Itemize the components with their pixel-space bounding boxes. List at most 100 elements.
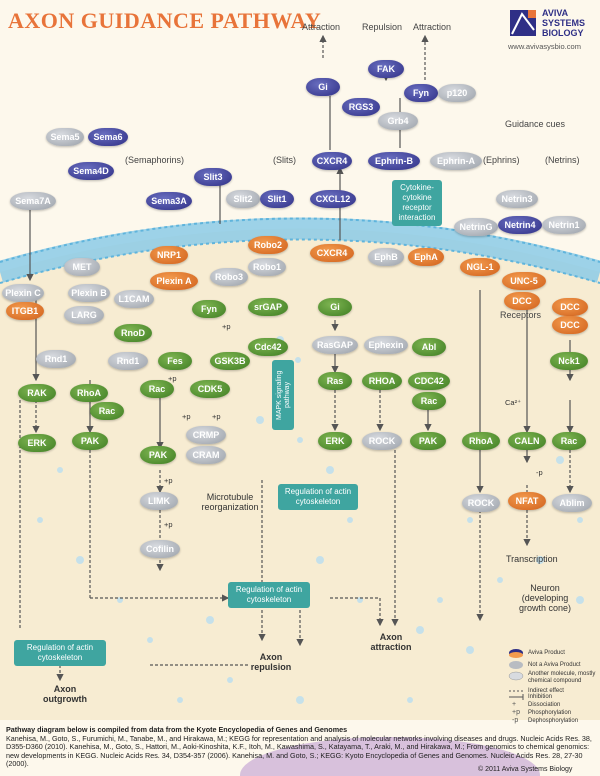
node-slit1[interactable]: Slit1 — [260, 190, 294, 208]
node-l1cam[interactable]: L1CAM — [114, 290, 154, 308]
node-ras[interactable]: Ras — [318, 372, 352, 390]
node-abl[interactable]: Abl — [412, 338, 446, 356]
node-gi[interactable]: Gi — [318, 298, 352, 316]
node-plexin-c[interactable]: Plexin C — [2, 284, 44, 302]
node-nfat[interactable]: NFAT — [508, 492, 546, 510]
node-cxcl12[interactable]: CXCL12 — [310, 190, 356, 208]
node-rnd1-b[interactable]: Rnd1 — [108, 352, 148, 370]
node-ngl1[interactable]: NGL-1 — [460, 258, 500, 276]
legend-aviva: Aviva Product — [528, 650, 565, 656]
label-axon-repulsion: Axon repulsion — [250, 652, 292, 672]
node-caln[interactable]: CALN — [508, 432, 546, 450]
node-rac-1[interactable]: Rac — [140, 380, 174, 398]
node-erk-2[interactable]: ERK — [318, 432, 352, 450]
node-cdk5[interactable]: CDK5 — [190, 380, 230, 398]
node-rock-1[interactable]: ROCK — [362, 432, 402, 450]
node-netrin1[interactable]: Netrin1 — [542, 216, 586, 234]
node-limk[interactable]: LIMK — [140, 492, 178, 510]
node-cxcr4-top[interactable]: CXCR4 — [312, 152, 352, 170]
node-sema5[interactable]: Sema5 — [46, 128, 84, 146]
svg-text:+p: +p — [512, 709, 520, 716]
node-grb4[interactable]: Grb4 — [378, 112, 418, 130]
node-dcc-1[interactable]: DCC — [504, 292, 540, 310]
node-gi-top[interactable]: Gi — [306, 78, 340, 96]
node-plexin-a[interactable]: Plexin A — [150, 272, 198, 290]
node-rnod[interactable]: RnoD — [114, 324, 152, 342]
node-ephexin[interactable]: Ephexin — [364, 336, 408, 354]
box-cytokine-interaction[interactable]: Cytokine-cytokine receptor interaction — [392, 180, 442, 226]
node-rgs3[interactable]: RGS3 — [342, 98, 380, 116]
node-sema4d[interactable]: Sema4D — [68, 162, 114, 180]
node-robo2[interactable]: Robo2 — [248, 236, 288, 254]
node-nck1[interactable]: Nck1 — [550, 352, 588, 370]
node-p120[interactable]: p120 — [438, 84, 476, 102]
node-netrin4[interactable]: Netrin4 — [498, 216, 542, 234]
node-met[interactable]: MET — [64, 258, 100, 276]
legend-indirect: Indirect effect — [528, 688, 564, 694]
node-plexin-b[interactable]: Plexin B — [68, 284, 110, 302]
node-itgb1[interactable]: ITGB1 — [6, 302, 44, 320]
node-rac-3[interactable]: Rac — [412, 392, 446, 410]
node-netring[interactable]: NetrinG — [454, 218, 498, 236]
node-crmp[interactable]: CRMP — [186, 426, 226, 444]
node-gsk3b[interactable]: GSK3B — [210, 352, 250, 370]
box-mapk-pathway[interactable]: MAPK signaling pathway — [272, 360, 294, 430]
logo-line2: SYSTEMS — [542, 18, 586, 28]
node-sema6[interactable]: Sema6 — [88, 128, 128, 146]
node-netrin3[interactable]: Netrin3 — [496, 190, 538, 208]
node-fyn[interactable]: Fyn — [192, 300, 226, 318]
node-dcc-2[interactable]: DCC — [552, 298, 588, 316]
footer: Pathway diagram below is compiled from d… — [6, 725, 596, 769]
node-sema3a[interactable]: Sema3A — [146, 192, 192, 210]
node-rhoa-2[interactable]: RHOA — [362, 372, 402, 390]
node-unc5[interactable]: UNC-5 — [502, 272, 546, 290]
node-fak[interactable]: FAK — [368, 60, 404, 78]
node-cdc42-a[interactable]: Cdc42 — [248, 338, 288, 356]
node-cdc42-b[interactable]: CDC42 — [408, 372, 450, 390]
logo-url[interactable]: www.avivasysbio.com — [508, 42, 581, 51]
legend-dephosphorylation: Dephosphorylation — [528, 718, 579, 724]
node-cofilin[interactable]: Cofilin — [140, 540, 180, 558]
node-rnd1-a[interactable]: Rnd1 — [36, 350, 76, 368]
box-regulation-actin-1[interactable]: Regulation of actin cytoskeleton — [278, 484, 358, 510]
header-attraction-1: Attraction — [302, 22, 341, 32]
node-erk-1[interactable]: ERK — [18, 434, 56, 452]
copyright: © 2011 Aviva Systems Biology — [478, 766, 573, 773]
node-fyn-top[interactable]: Fyn — [404, 84, 438, 102]
aviva-logo-icon — [510, 10, 536, 36]
node-pak-3[interactable]: PAK — [410, 432, 446, 450]
box-regulation-actin-3[interactable]: Regulation of actin cytoskeleton — [14, 640, 106, 666]
node-slit2[interactable]: Slit2 — [226, 190, 260, 208]
node-rhoa-1[interactable]: RhoA — [70, 384, 108, 402]
node-rak[interactable]: RAK — [18, 384, 56, 402]
node-rock-2[interactable]: ROCK — [462, 494, 500, 512]
node-slit3[interactable]: Slit3 — [194, 168, 232, 186]
node-sema7a[interactable]: Sema7A — [10, 192, 56, 210]
node-pak-2[interactable]: PAK — [140, 446, 176, 464]
header-netrins: (Netrins) — [545, 155, 580, 165]
node-srgap[interactable]: srGAP — [248, 298, 288, 316]
node-cxcr4[interactable]: CXCR4 — [310, 244, 354, 262]
node-robo1[interactable]: Robo1 — [248, 258, 286, 276]
node-ablim[interactable]: Ablim — [552, 494, 592, 512]
node-ephrin-b[interactable]: Ephrin-B — [368, 152, 420, 170]
node-ephrin-a[interactable]: Ephrin-A — [430, 152, 482, 170]
node-rasgap[interactable]: RasGAP — [312, 336, 358, 354]
node-rac-2[interactable]: Rac — [90, 402, 124, 420]
node-epha[interactable]: EphA — [408, 248, 444, 266]
node-nrp1[interactable]: NRP1 — [150, 246, 188, 264]
node-fes[interactable]: Fes — [158, 352, 192, 370]
page-title: AXON GUIDANCE PATHWAY — [8, 8, 322, 33]
node-rhoa-3[interactable]: RhoA — [462, 432, 500, 450]
node-cram[interactable]: CRAM — [186, 446, 226, 464]
node-ephb[interactable]: EphB — [368, 248, 404, 266]
node-larg[interactable]: LARG — [64, 306, 104, 324]
box-regulation-actin-2[interactable]: Regulation of actin cytoskeleton — [228, 582, 310, 608]
label-microtubule: Microtubule reorganization — [201, 492, 259, 512]
node-pak-1[interactable]: PAK — [72, 432, 108, 450]
legend-phosphorylation: Phosphorylation — [528, 710, 572, 716]
node-rac-4[interactable]: Rac — [552, 432, 586, 450]
node-robo3[interactable]: Robo3 — [210, 268, 248, 286]
logo-line1: AVIVA — [542, 8, 569, 18]
node-dcc-3[interactable]: DCC — [552, 316, 588, 334]
